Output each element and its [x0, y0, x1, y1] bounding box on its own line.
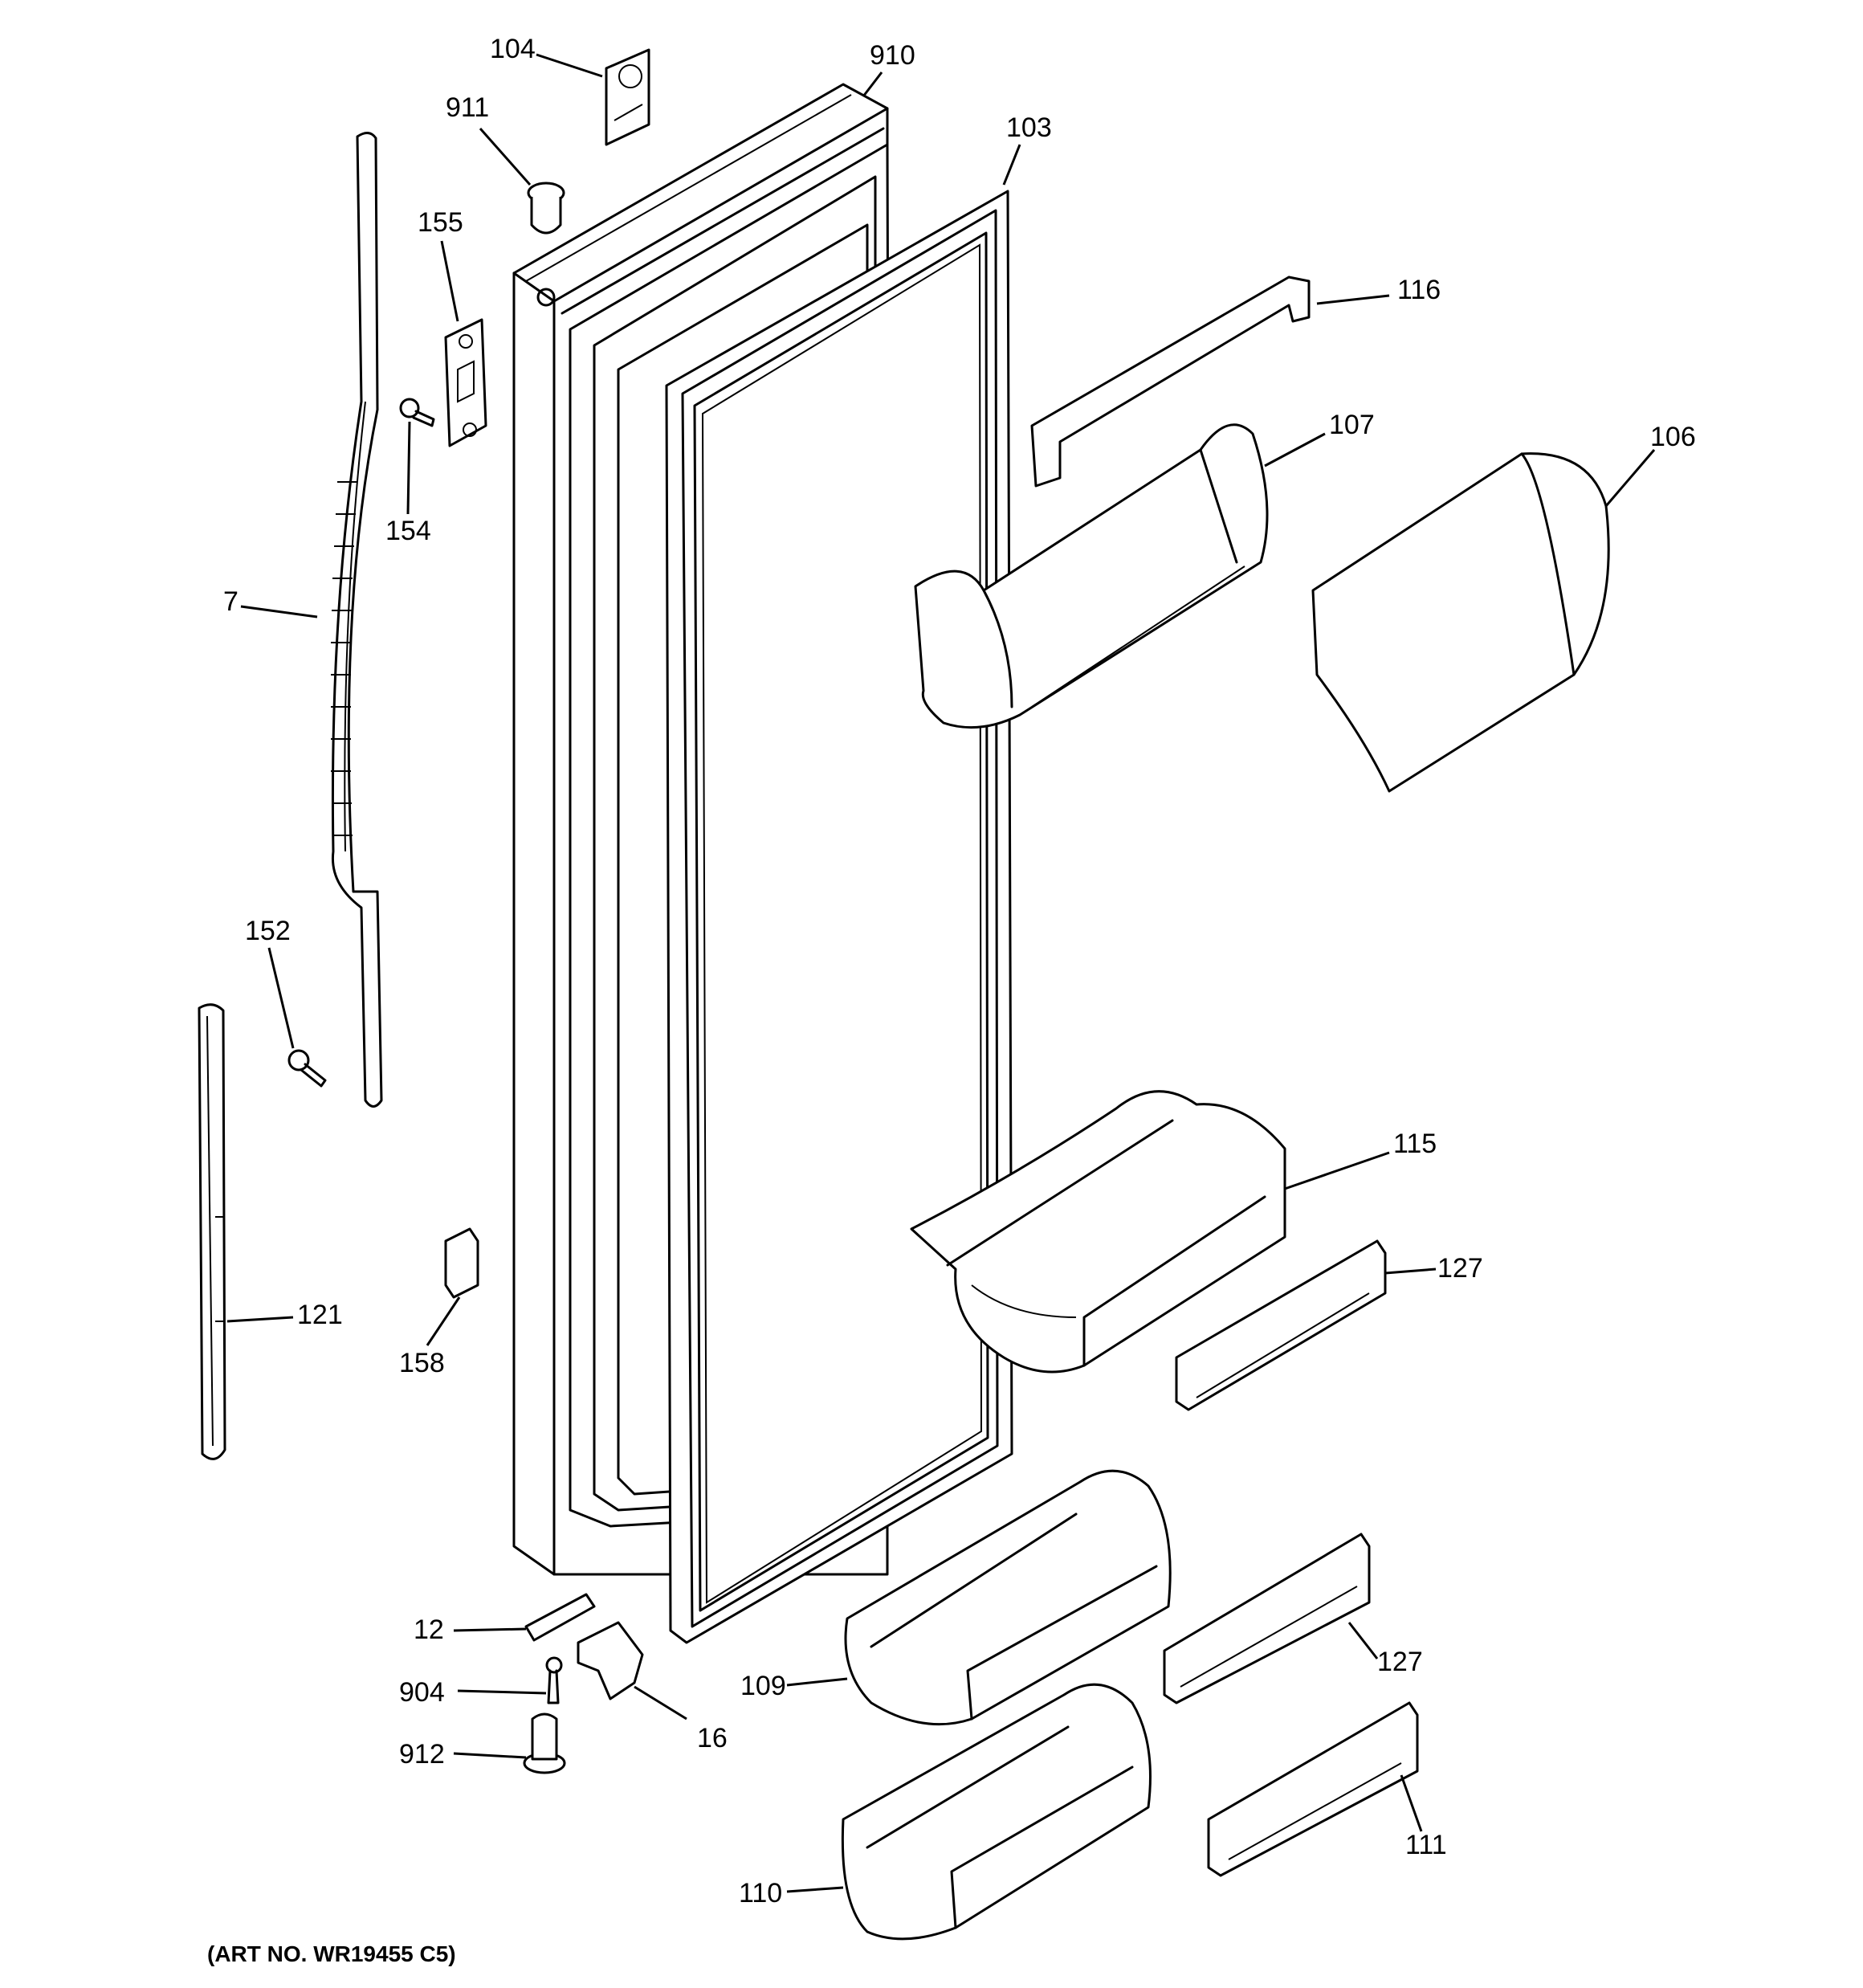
callout-158: 158: [399, 1348, 445, 1378]
callout-127-lower: 127: [1377, 1647, 1423, 1677]
leader-107: [1264, 432, 1326, 467]
callout-911: 911: [446, 92, 489, 123]
leader-7: [240, 605, 318, 618]
callout-104: 104: [490, 34, 536, 64]
screw-154: [399, 398, 435, 427]
callout-152: 152: [245, 916, 291, 946]
leader-106: [1604, 449, 1656, 507]
leader-152: [267, 947, 295, 1049]
badge-104: [605, 48, 650, 146]
bushing-912: [523, 1712, 566, 1774]
bracket-12: [524, 1593, 596, 1642]
door-bin-107: [914, 423, 1269, 729]
callout-109: 109: [740, 1671, 786, 1701]
screw-904: [545, 1656, 563, 1704]
door-bin-106: [1311, 452, 1610, 793]
leader-115: [1284, 1151, 1390, 1190]
leader-12: [453, 1627, 527, 1632]
panel-111: [1207, 1701, 1419, 1877]
art-number: (ART NO. WR19455 C5): [207, 1941, 456, 1966]
cap-158: [444, 1227, 479, 1299]
callout-111: 111: [1405, 1830, 1447, 1860]
callout-155: 155: [418, 207, 463, 238]
door-bin-110: [841, 1683, 1152, 1941]
panel-127-lower: [1163, 1533, 1371, 1704]
callout-116: 116: [1397, 275, 1441, 305]
leader-116: [1316, 294, 1390, 305]
handle-7: [331, 132, 383, 1108]
leader-910: [862, 71, 883, 97]
leader-912: [453, 1752, 527, 1759]
leader-158: [426, 1296, 461, 1346]
screw-152: [287, 1049, 327, 1088]
door-gasket: [665, 190, 1013, 1644]
callout-127-upper: 127: [1437, 1253, 1483, 1284]
leader-904: [457, 1689, 547, 1695]
callout-16: 16: [697, 1723, 728, 1753]
callout-107: 107: [1329, 410, 1375, 440]
callout-115: 115: [1393, 1129, 1437, 1159]
door-bin-115: [910, 1090, 1286, 1374]
leader-104: [536, 53, 603, 78]
leader-lines: [226, 53, 1656, 1893]
callout-121: 121: [297, 1300, 343, 1330]
leader-127a: [1384, 1268, 1437, 1275]
leader-121: [226, 1316, 294, 1323]
callout-12: 12: [414, 1614, 444, 1645]
door-bin-109: [844, 1469, 1172, 1726]
callout-904: 904: [399, 1677, 445, 1708]
callout-910: 910: [870, 40, 915, 71]
shelf-bar-116: [1030, 276, 1311, 488]
callout-154: 154: [385, 516, 431, 546]
trim-strip-121: [198, 1003, 226, 1460]
bushing-911: [527, 182, 565, 235]
callout-103: 103: [1006, 112, 1052, 143]
callout-912: 912: [399, 1739, 445, 1770]
leader-911: [479, 128, 532, 186]
callout-7: 7: [223, 586, 238, 617]
hinge-16: [577, 1621, 644, 1700]
leader-103: [1002, 144, 1021, 186]
hinge-bracket-155: [444, 318, 487, 447]
panel-127-upper: [1175, 1239, 1387, 1411]
leader-155: [440, 240, 459, 322]
leader-110: [786, 1886, 844, 1893]
leader-109: [786, 1677, 848, 1687]
leader-16: [634, 1685, 687, 1721]
callout-labels: 104 910 911 103 155 116 107 106 154 7 15…: [223, 34, 1696, 1908]
leader-154: [406, 421, 411, 515]
leader-127b: [1347, 1622, 1379, 1659]
leader-111: [1400, 1774, 1423, 1832]
callout-110: 110: [739, 1878, 782, 1908]
callout-106: 106: [1650, 422, 1696, 452]
